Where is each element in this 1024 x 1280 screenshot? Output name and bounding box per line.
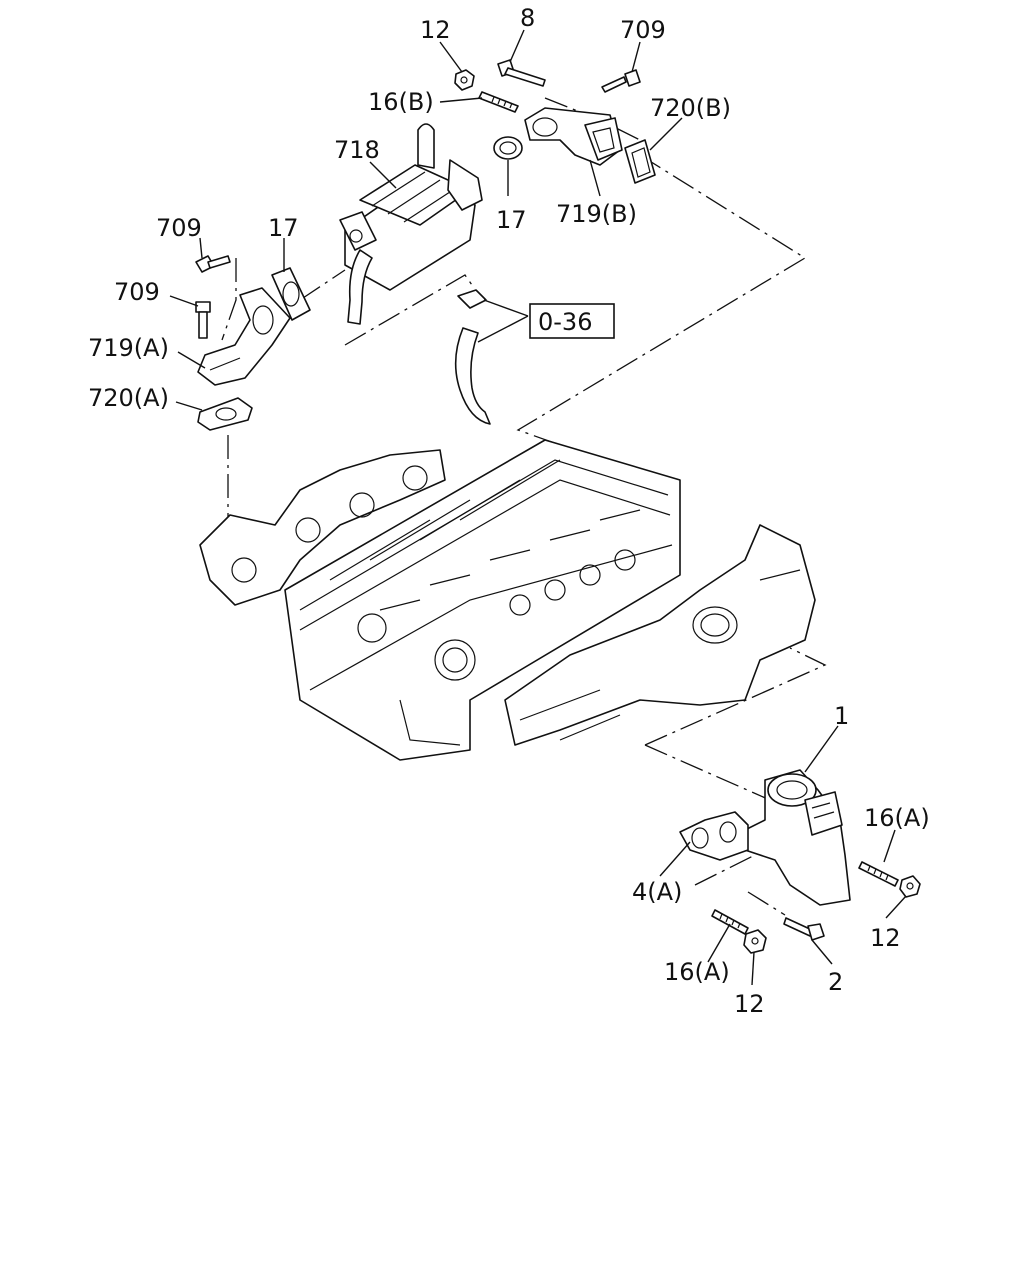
label-718[interactable]: 718 <box>334 136 380 164</box>
bolt-8[interactable] <box>497 59 546 87</box>
label-0-36[interactable]: 0-36 <box>538 308 592 336</box>
label-719b[interactable]: 719(B) <box>556 200 637 228</box>
hose-0-36[interactable] <box>454 289 491 425</box>
part-labels: 12 8 709 16(B) 720(B) 718 17 17 719(B) 7… <box>88 4 930 1018</box>
bolt-709-left-a[interactable] <box>195 255 231 273</box>
label-709-top[interactable]: 709 <box>620 16 666 44</box>
label-709-b[interactable]: 709 <box>114 278 160 306</box>
label-16a-bottom[interactable]: 16(A) <box>664 958 730 986</box>
egr-valve-1[interactable] <box>744 769 851 906</box>
label-17-mid[interactable]: 17 <box>496 206 527 234</box>
bolt-709-top[interactable] <box>601 69 641 93</box>
label-12-top[interactable]: 12 <box>420 16 451 44</box>
label-2[interactable]: 2 <box>828 968 843 996</box>
stud-16a-bottom[interactable] <box>711 909 749 935</box>
egr-cooler[interactable] <box>339 123 483 325</box>
egr-pipe-719a[interactable] <box>197 287 291 386</box>
leader-lines <box>169 29 907 986</box>
nut-12-bottom[interactable] <box>743 929 767 954</box>
cylinder-head-assembly <box>199 439 816 761</box>
reference-box-0-36[interactable] <box>529 303 615 339</box>
gasket-4a[interactable] <box>679 811 749 861</box>
label-1[interactable]: 1 <box>834 702 849 730</box>
gasket-720a[interactable] <box>197 397 253 431</box>
stud-16b[interactable] <box>478 91 519 113</box>
nut-12-right[interactable] <box>899 875 921 898</box>
label-4a[interactable]: 4(A) <box>632 878 682 906</box>
gasket-720b[interactable] <box>624 139 656 184</box>
label-8[interactable]: 8 <box>520 4 535 32</box>
label-16b[interactable]: 16(B) <box>368 88 434 116</box>
bolt-709-left-b[interactable] <box>195 301 211 339</box>
label-709-a[interactable]: 709 <box>156 214 202 242</box>
assembly-lines <box>221 97 827 916</box>
label-17-left[interactable]: 17 <box>268 214 299 242</box>
gasket-17-mid[interactable] <box>493 136 523 160</box>
label-12-bottom[interactable]: 12 <box>734 990 765 1018</box>
bolt-2[interactable] <box>783 917 825 941</box>
label-720b[interactable]: 720(B) <box>650 94 731 122</box>
label-720a[interactable]: 720(A) <box>88 384 169 412</box>
egr-pipe-719b[interactable] <box>524 107 623 166</box>
stud-16a-right[interactable] <box>858 861 899 887</box>
label-12-right[interactable]: 12 <box>870 924 901 952</box>
label-16a-right[interactable]: 16(A) <box>864 804 930 832</box>
nut-12-top[interactable] <box>454 69 475 91</box>
label-719a[interactable]: 719(A) <box>88 334 169 362</box>
